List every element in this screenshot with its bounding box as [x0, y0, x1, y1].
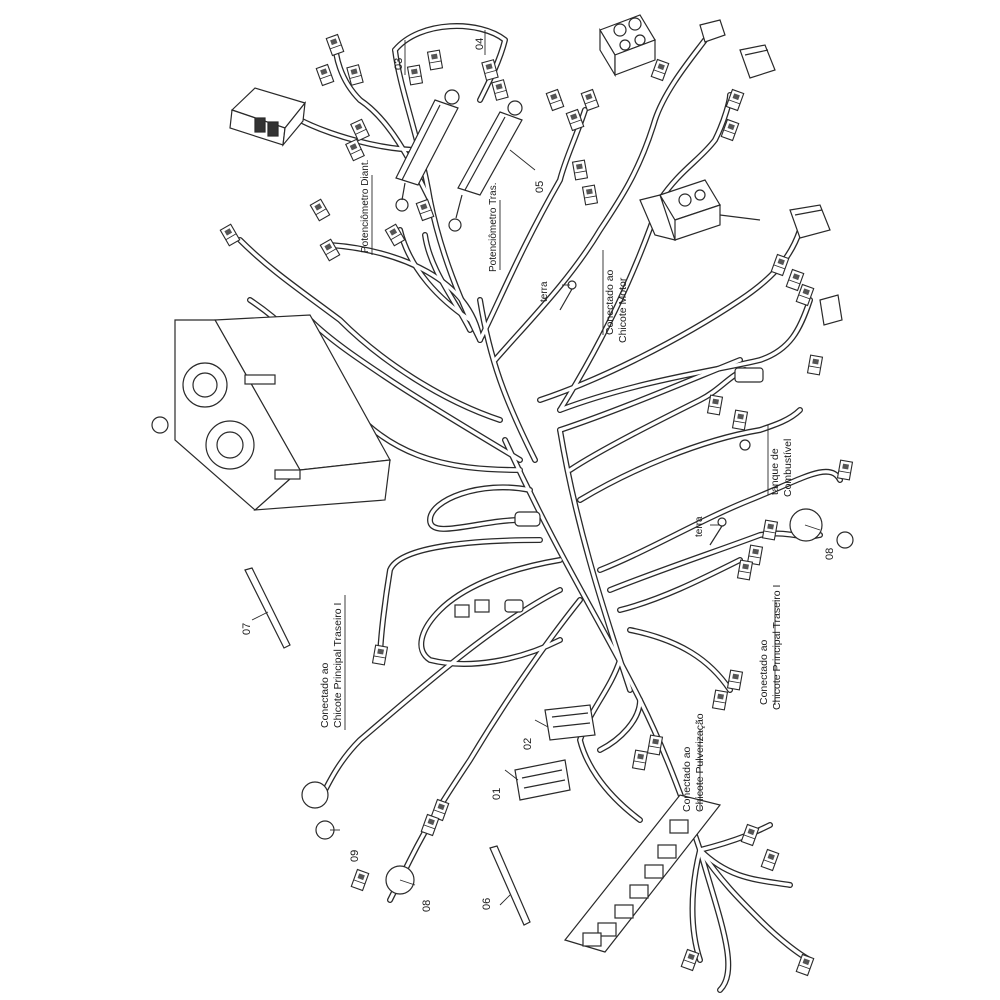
label-rear-right-line2: Chicote Principal Traseiro I	[771, 585, 783, 710]
label-fuel-line2: Combustível	[782, 439, 794, 497]
label-ref-01: 01	[491, 788, 503, 800]
connector-block-01	[514, 759, 571, 801]
control-module-top	[229, 87, 307, 147]
label-terra-mid: terra	[694, 516, 705, 537]
label-rear-left-line2: Chicote Principal Traseiro I	[332, 603, 344, 728]
label-ref-05: 05	[534, 181, 546, 193]
distribution-box	[151, 314, 391, 511]
label-pot-front: Potenciômetro Diant.	[360, 160, 371, 253]
label-engine-line2: Chicote Motor	[617, 277, 629, 343]
ground-symbol-mid	[709, 517, 727, 546]
leader-lines	[251, 30, 821, 906]
switch-top-right	[699, 19, 776, 79]
valve-assembly-right	[639, 179, 761, 241]
label-ref-06: 06	[481, 898, 493, 910]
label-pot-rear: Potenciômetro Tras.	[488, 183, 499, 272]
labels: 03 04 05 Potenciômetro Diant. Potenciôme…	[241, 38, 836, 912]
label-terra-top: terra	[539, 281, 550, 302]
label-ref-08-bottom: 08	[421, 900, 433, 912]
label-fuel-line1: tanque de	[769, 448, 781, 495]
valve-block-top	[599, 14, 656, 78]
label-rear-left-line1: Conectado ao	[319, 662, 331, 728]
label-ref-08-right: 08	[824, 548, 836, 560]
wire-bundle	[237, 23, 843, 993]
switch-panel	[563, 794, 722, 953]
label-rear-right-line1: Conectado ao	[758, 639, 770, 705]
label-spray-line1: Conectado ao	[681, 746, 693, 812]
label-ref-04: 04	[474, 38, 486, 50]
label-ref-02: 02	[522, 738, 534, 750]
label-ref-09: 09	[349, 850, 361, 862]
label-ref-07: 07	[241, 623, 253, 635]
label-ref-03: 03	[393, 58, 405, 70]
cable-tie-07	[244, 567, 291, 649]
connector-block-02	[544, 704, 596, 741]
potentiometer-front	[395, 89, 460, 212]
label-engine-line1: Conectado ao	[604, 269, 616, 335]
switch-right-mid	[789, 204, 843, 326]
cable-tie-06	[489, 845, 531, 926]
potentiometer-rear	[448, 100, 523, 232]
label-spray-line2: Chicote Pulverização	[694, 713, 706, 812]
